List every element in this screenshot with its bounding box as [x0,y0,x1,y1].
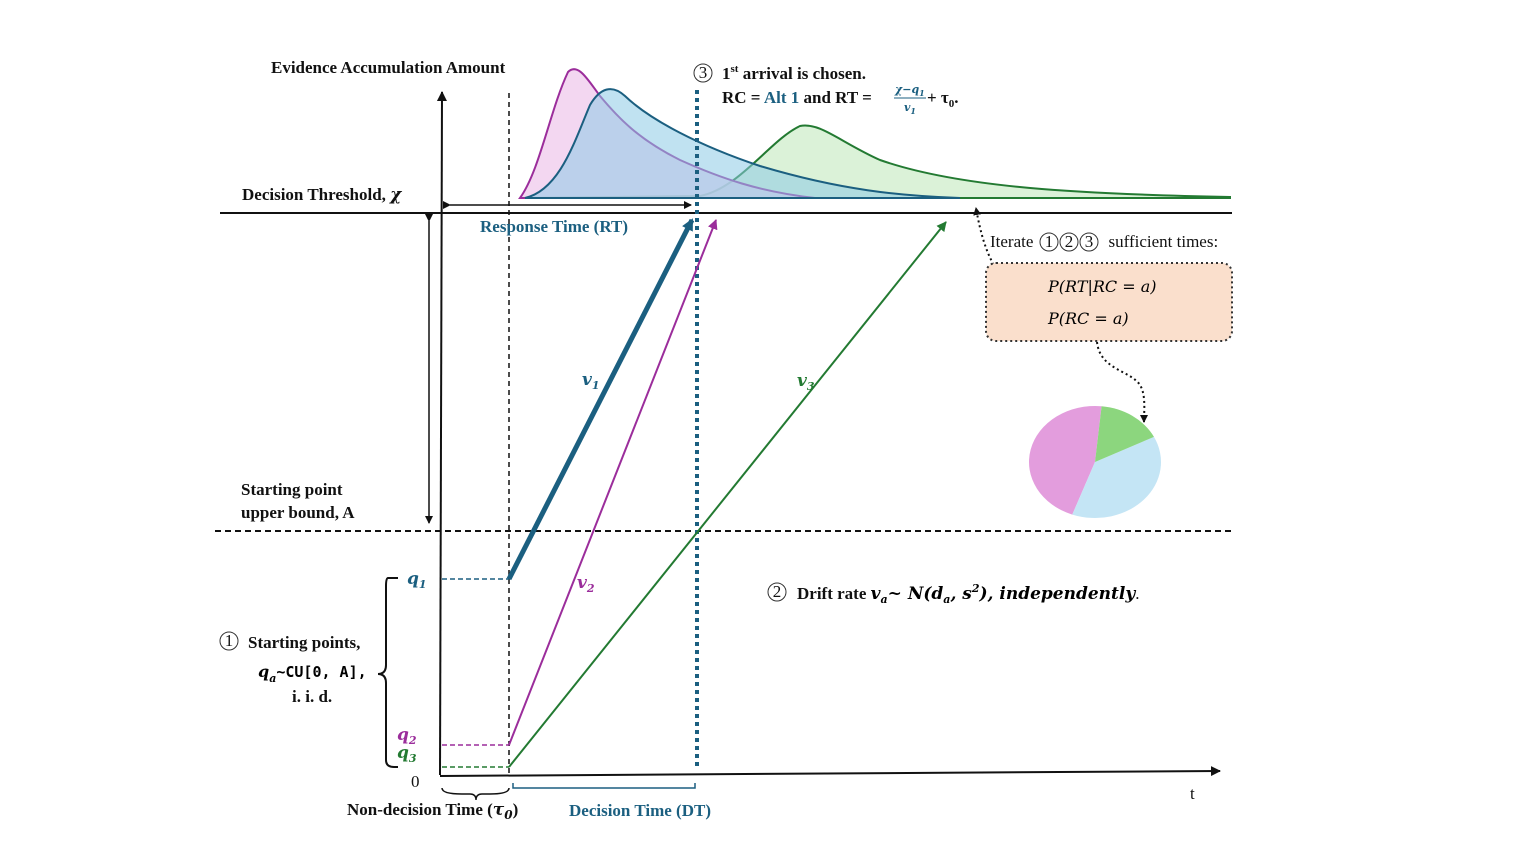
v1-label: v1 [582,370,600,392]
step1-annotation: 1 Starting points, qa~CU[0, A], i. i. d. [219,631,367,706]
step3-frac-den: v1 [904,101,916,116]
step1-number: 1 [225,631,234,650]
step2-text: Drift rate va~ N(da, s2), independently. [797,582,1139,606]
q1-label: q1 [407,569,427,591]
upper-bound-label-line2: upper bound, A [241,503,355,522]
response-time-label: Response Time (RT) [480,217,628,236]
decision-time-bracket [512,783,696,789]
probability-rc: P(RC = a) [1047,309,1129,328]
rt-density-alt3 [519,124,1231,199]
step1-iid: i. i. d. [292,687,332,706]
threshold-label: Decision Threshold, χ [242,185,403,205]
pie-slice-alt1 [1072,436,1161,518]
t-axis-label: t [1190,784,1195,803]
q3-label: q3 [397,743,417,765]
step2-number: 2 [773,582,782,601]
accumulator-alt2 [508,219,718,746]
accumulator-alt1 [506,218,695,581]
v3-label: v3 [797,371,815,393]
v2-label: v2 [577,573,595,595]
origin-label: 0 [411,772,420,791]
step3-line1: 1st arrival is chosen. [722,63,866,83]
step3-rt-tail: + τ0. [927,88,959,110]
upper-bound-label-line1: Starting point [241,480,343,499]
decision-time-label: Decision Time (DT) [569,801,711,820]
starting-points-brace [377,577,398,768]
pie-slice-alt3 [1095,406,1154,462]
choice-probability-pie [1028,405,1161,518]
step3-annotation: 3 1st arrival is chosen. RC = Alt 1 and … [693,63,959,116]
probability-box [985,262,1233,342]
step3-number: 3 [699,63,708,82]
iterate-prefix: Iterate [990,232,1033,251]
accumulator-alt3 [508,221,947,768]
step1-formula: qa~CU[0, A], [258,662,367,685]
y-axis-title: Evidence Accumulation Amount [271,58,506,77]
x-axis [439,766,1221,777]
q2-label: q2 [397,725,417,747]
step2-annotation: 2 Drift rate va~ N(da, s2), independentl… [767,582,1139,606]
step3-frac-num: χ−q1 [894,83,925,98]
probability-rt-given-rc: P(RT|RC = a) [1047,277,1156,296]
pie-slice-alt2 [1028,405,1102,515]
iterate-n3: 3 [1085,232,1094,251]
rt-density-alt1 [524,88,961,199]
iterate-suffix: sufficient times: [1100,232,1218,251]
iterate-annotation: Iterate 1 2 3 sufficient times: [990,232,1218,252]
non-decision-label: Non-decision Time (τ0) [347,800,518,822]
iterate-n1: 1 [1045,232,1054,251]
non-decision-brace [441,787,510,801]
y-axis [436,91,447,776]
iterate-n2: 2 [1065,232,1074,251]
step1-title: Starting points, [248,633,360,652]
step3-line2: RC = Alt 1 and RT = [722,88,872,107]
